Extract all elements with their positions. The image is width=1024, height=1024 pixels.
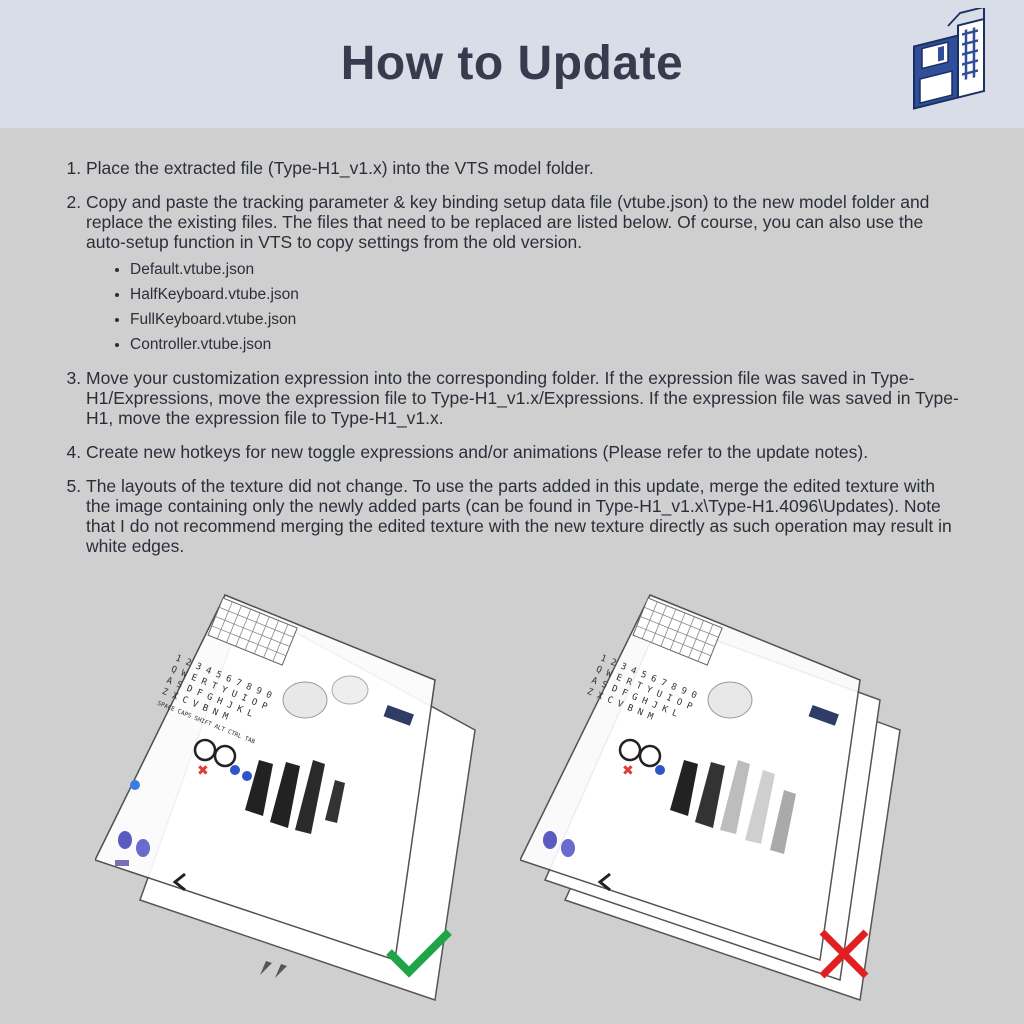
step-3-text: Move your customization expression into … bbox=[86, 368, 959, 428]
step-5-text: The layouts of the texture did not chang… bbox=[86, 476, 952, 556]
step-item: Move your customization expression into … bbox=[86, 368, 960, 428]
instructions: Place the extracted file (Type-H1_v1.x) … bbox=[50, 158, 960, 570]
file-item: HalfKeyboard.vtube.json bbox=[130, 285, 960, 304]
file-list: Default.vtube.json HalfKeyboard.vtube.js… bbox=[86, 260, 960, 354]
step-item: Create new hotkeys for new toggle expres… bbox=[86, 442, 960, 462]
texture-parts: ✖ bbox=[115, 675, 414, 978]
floppy-disk-logo-icon bbox=[913, 8, 985, 110]
check-mark-icon bbox=[386, 929, 452, 978]
texture-sheets-correct: 1 2 3 4 5 6 7 8 9 0 Q W E R T Y U I O P … bbox=[93, 594, 476, 1001]
file-item: Default.vtube.json bbox=[130, 260, 960, 279]
file-item: FullKeyboard.vtube.json bbox=[130, 310, 960, 329]
step-item: Copy and paste the tracking parameter & … bbox=[86, 192, 960, 354]
step-item: Place the extracted file (Type-H1_v1.x) … bbox=[86, 158, 960, 178]
steps-list: Place the extracted file (Type-H1_v1.x) … bbox=[50, 158, 960, 556]
x-mark-decal: ✖ bbox=[197, 762, 209, 778]
texture-sheets-wrong: 1 2 3 4 5 6 7 8 9 0 Q W E R T Y U I O P … bbox=[518, 594, 901, 1001]
page-title: How to Update bbox=[340, 37, 684, 90]
step-4-text: Create new hotkeys for new toggle expres… bbox=[86, 442, 869, 462]
file-item: Controller.vtube.json bbox=[130, 335, 960, 354]
step-item: The layouts of the texture did not chang… bbox=[86, 476, 960, 556]
wrong-merge-illustration: 1 2 3 4 5 6 7 8 9 0 Q W E R T Y U I O P … bbox=[518, 590, 910, 1010]
step-2-text: Copy and paste the tracking parameter & … bbox=[86, 192, 930, 252]
texture-parts: ✖ bbox=[543, 681, 839, 892]
step-1-text: Place the extracted file (Type-H1_v1.x) … bbox=[86, 158, 594, 178]
correct-merge-illustration: 1 2 3 4 5 6 7 8 9 0 Q W E R T Y U I O P … bbox=[93, 590, 485, 1010]
header-banner: How to Update bbox=[0, 0, 1024, 128]
cross-mark-icon bbox=[819, 929, 869, 979]
x-mark-decal: ✖ bbox=[622, 762, 634, 778]
